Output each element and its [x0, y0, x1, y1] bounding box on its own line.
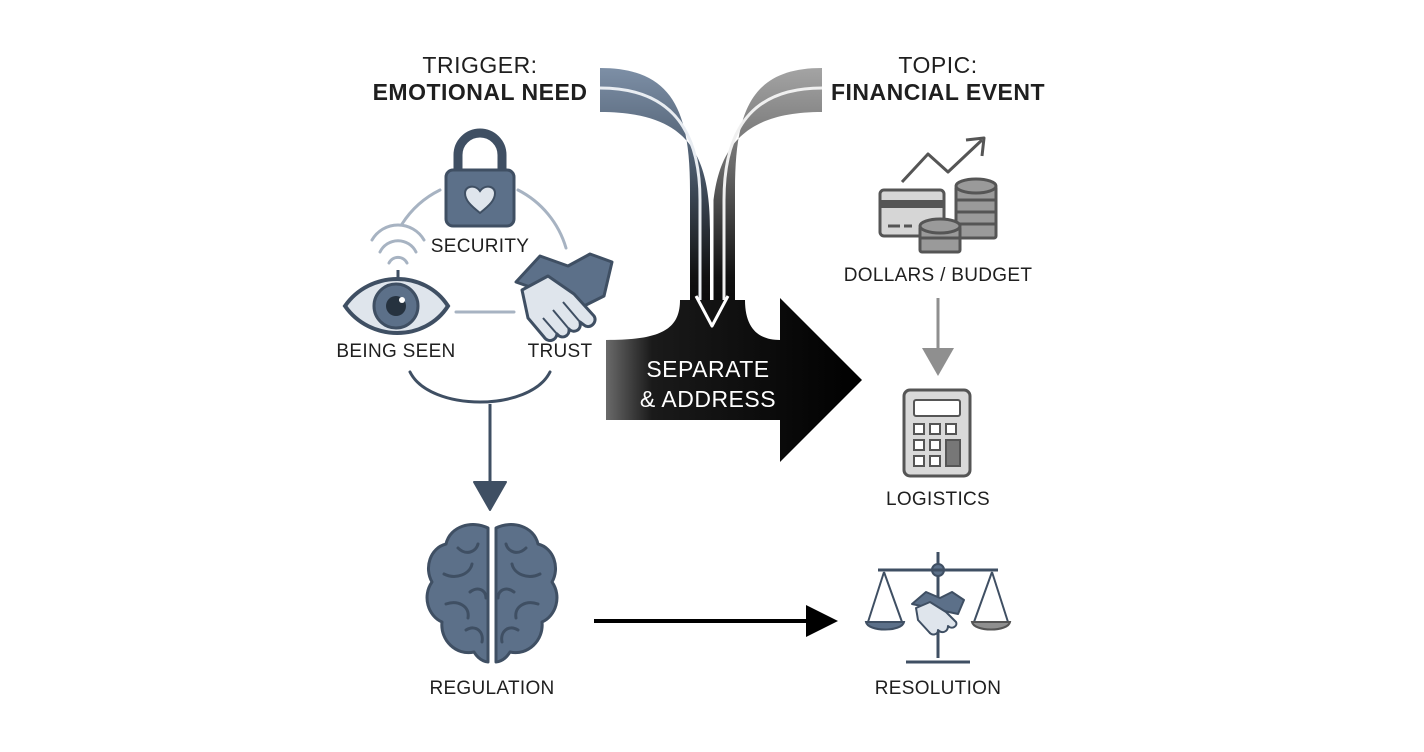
merge-band-left-highlight	[599, 86, 702, 300]
eye-icon	[342, 223, 451, 335]
regulation-label: REGULATION	[429, 678, 555, 699]
needs-to-regulation-arrow	[408, 370, 552, 511]
needs-cycle	[400, 188, 568, 314]
merge-flow	[599, 68, 862, 462]
scales-icon	[864, 552, 1012, 664]
dollars-budget-label: DOLLARS / BUDGET	[843, 265, 1033, 286]
topic-title: FINANCIAL EVENT	[830, 79, 1046, 105]
lock-icon	[444, 128, 516, 228]
merge-band-right	[712, 68, 822, 345]
trust-label: TRUST	[527, 341, 593, 362]
brain-icon	[425, 523, 559, 664]
trigger-title: EMOTIONAL NEED	[372, 79, 588, 105]
handshake-icon	[514, 252, 614, 343]
trigger-label: TRIGGER:	[422, 52, 538, 78]
being-seen-label: BEING SEEN	[336, 341, 456, 362]
merge-down-arrow-head	[694, 295, 730, 328]
security-label: SECURITY	[430, 236, 530, 257]
trend-arrow-icon	[900, 136, 986, 184]
logistics-label: LOGISTICS	[885, 489, 991, 510]
coin-stack-icon	[918, 177, 998, 254]
resolution-label: RESOLUTION	[874, 678, 1002, 699]
separate-address-label: SEPARATE & ADDRESS	[628, 354, 788, 414]
budget-to-logistics-arrow	[922, 298, 954, 376]
merge-band-right-highlight	[722, 86, 823, 300]
address-line: & ADDRESS	[639, 386, 777, 412]
topic-label: TOPIC:	[898, 52, 978, 78]
regulation-to-resolution-arrow	[594, 605, 838, 637]
separate-line: SEPARATE	[646, 356, 770, 382]
merge-stem	[606, 298, 862, 462]
calculator-icon	[902, 388, 972, 478]
